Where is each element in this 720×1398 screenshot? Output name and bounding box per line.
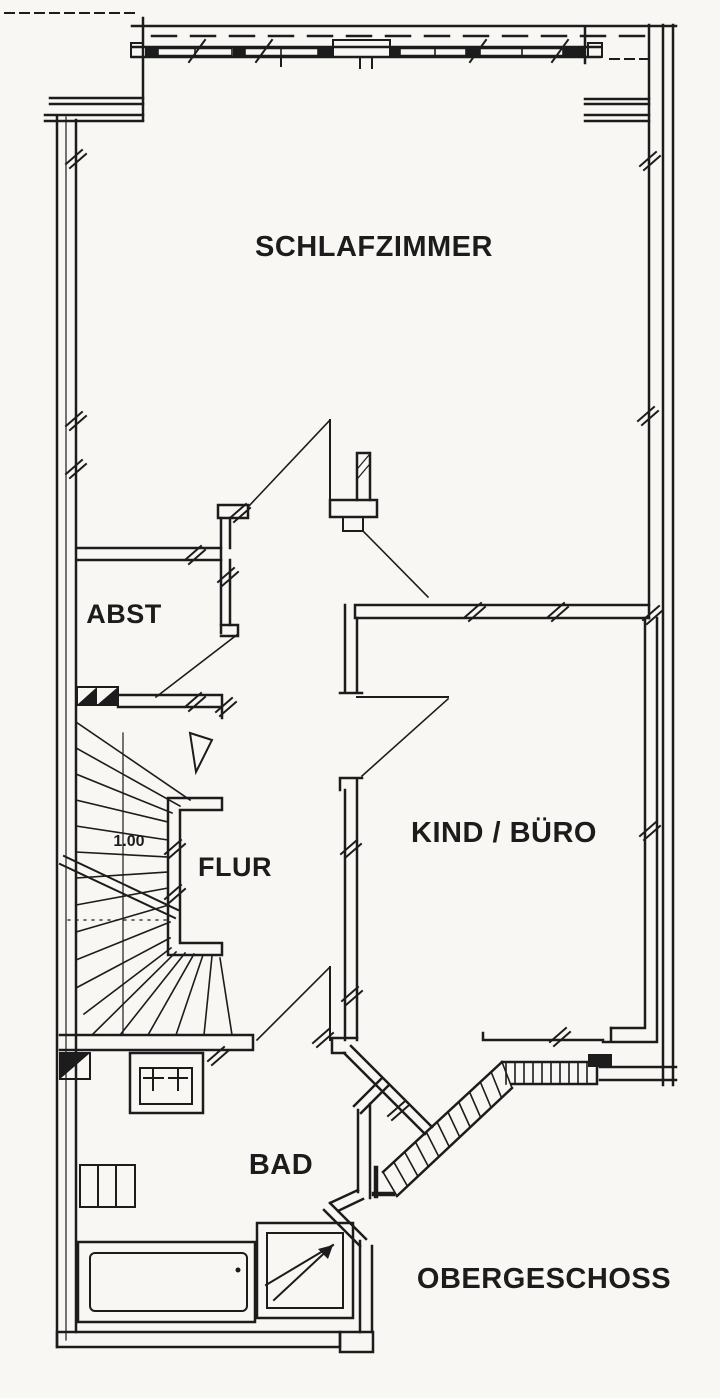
landing-edge <box>483 1033 603 1040</box>
top-right-jog <box>585 99 649 121</box>
flur-door-swing <box>363 531 428 597</box>
faucet-cross-icon <box>144 1068 187 1090</box>
schlafzimmer-door-swing <box>248 420 330 507</box>
label-flur: FLUR <box>198 852 272 882</box>
wall-pier <box>233 47 245 57</box>
kind-left-wall-upper <box>340 605 362 693</box>
partition-walls <box>77 420 428 697</box>
label-kind-buero: KIND / BÜRO <box>411 816 597 849</box>
top-left-jog <box>45 98 143 121</box>
door-jamb <box>218 505 248 518</box>
abst-right-wall <box>221 560 230 633</box>
stair-direction-arrow <box>190 733 212 772</box>
corner-block <box>588 1054 612 1067</box>
right-wall-outer <box>663 25 673 1085</box>
window-ticks <box>189 40 568 62</box>
corner-pier-fill <box>60 1053 90 1079</box>
abst-top-wall <box>77 548 221 560</box>
band-diagonal-rungs <box>383 1062 512 1196</box>
abst-door-stub <box>221 625 238 636</box>
mullion-ticks <box>281 57 372 68</box>
drain-dot <box>235 1267 241 1273</box>
label-schlafzimmer: SCHLAFZIMMER <box>255 231 493 263</box>
band-end-cap <box>374 1168 393 1196</box>
chimney-block <box>333 40 390 57</box>
kind-top-wall <box>355 605 649 618</box>
band-horizontal-rungs <box>506 1062 587 1084</box>
bad-chamfer <box>354 1078 389 1113</box>
wall-pier <box>563 47 585 57</box>
window <box>400 48 466 56</box>
radiator <box>80 1165 135 1207</box>
wall-pier <box>466 47 480 57</box>
stair-treads <box>76 722 232 1035</box>
stair-pier-fill <box>97 687 118 705</box>
right-end-pier <box>588 43 602 57</box>
room-labels: SCHLAFZIMMER ABST FLUR KIND / BÜRO BAD O… <box>86 231 671 1295</box>
window <box>245 48 318 56</box>
abst-door-swing <box>156 634 238 697</box>
bad-east-wall <box>358 1104 370 1198</box>
flur-diagonal-wall <box>344 1046 432 1134</box>
wall-pier <box>318 47 333 57</box>
staircase <box>60 687 253 1079</box>
stair-newel-wall <box>168 798 222 955</box>
stair-top-wall <box>118 695 222 718</box>
label-bad: BAD <box>249 1149 313 1181</box>
flur-right-wall <box>340 778 362 1040</box>
flue-pier <box>357 453 370 500</box>
kind-buero-walls <box>340 605 676 1080</box>
pier-bracket <box>330 500 377 517</box>
stair-cut-line <box>60 856 178 918</box>
jamb-wall <box>221 518 230 548</box>
shower <box>257 1223 353 1318</box>
label-obergeschoss: OBERGESCHOSS <box>417 1263 671 1295</box>
shower-arrowhead <box>318 1245 333 1259</box>
kind-right-wall-inner <box>611 618 645 1028</box>
bad-door-swing <box>257 967 330 1040</box>
wall-pier <box>145 47 158 57</box>
bottom-wall-step <box>340 1332 373 1352</box>
pier-foot <box>343 517 363 531</box>
flue-hatch <box>358 455 369 478</box>
bad-jog <box>330 1190 363 1211</box>
wall-break-ticks <box>66 150 663 1120</box>
window-band <box>131 26 676 68</box>
double-washbasin <box>130 1053 203 1113</box>
wall-pier <box>390 47 400 57</box>
kind-door-swing <box>362 699 448 776</box>
exterior-walls <box>5 13 673 1352</box>
bottom-wall-hatched <box>57 1332 340 1347</box>
bathtub <box>78 1242 255 1322</box>
left-end-pier <box>131 43 143 57</box>
exterior-stair-band <box>374 1033 603 1196</box>
bathroom-fixtures <box>78 1053 353 1322</box>
bad-bay-diagonal <box>324 1203 366 1246</box>
band-diagonal-edges <box>383 1062 512 1196</box>
corner-ledge <box>600 1067 676 1080</box>
stair-pier-fill <box>77 687 97 705</box>
bad-east-wall-lower <box>360 1241 372 1332</box>
stair-width-dimension: 1.00 <box>113 833 144 850</box>
kind-right-wall-outer <box>603 618 657 1042</box>
label-abst: ABST <box>86 599 162 629</box>
band-horizontal-edges <box>502 1062 597 1084</box>
window <box>480 48 563 56</box>
